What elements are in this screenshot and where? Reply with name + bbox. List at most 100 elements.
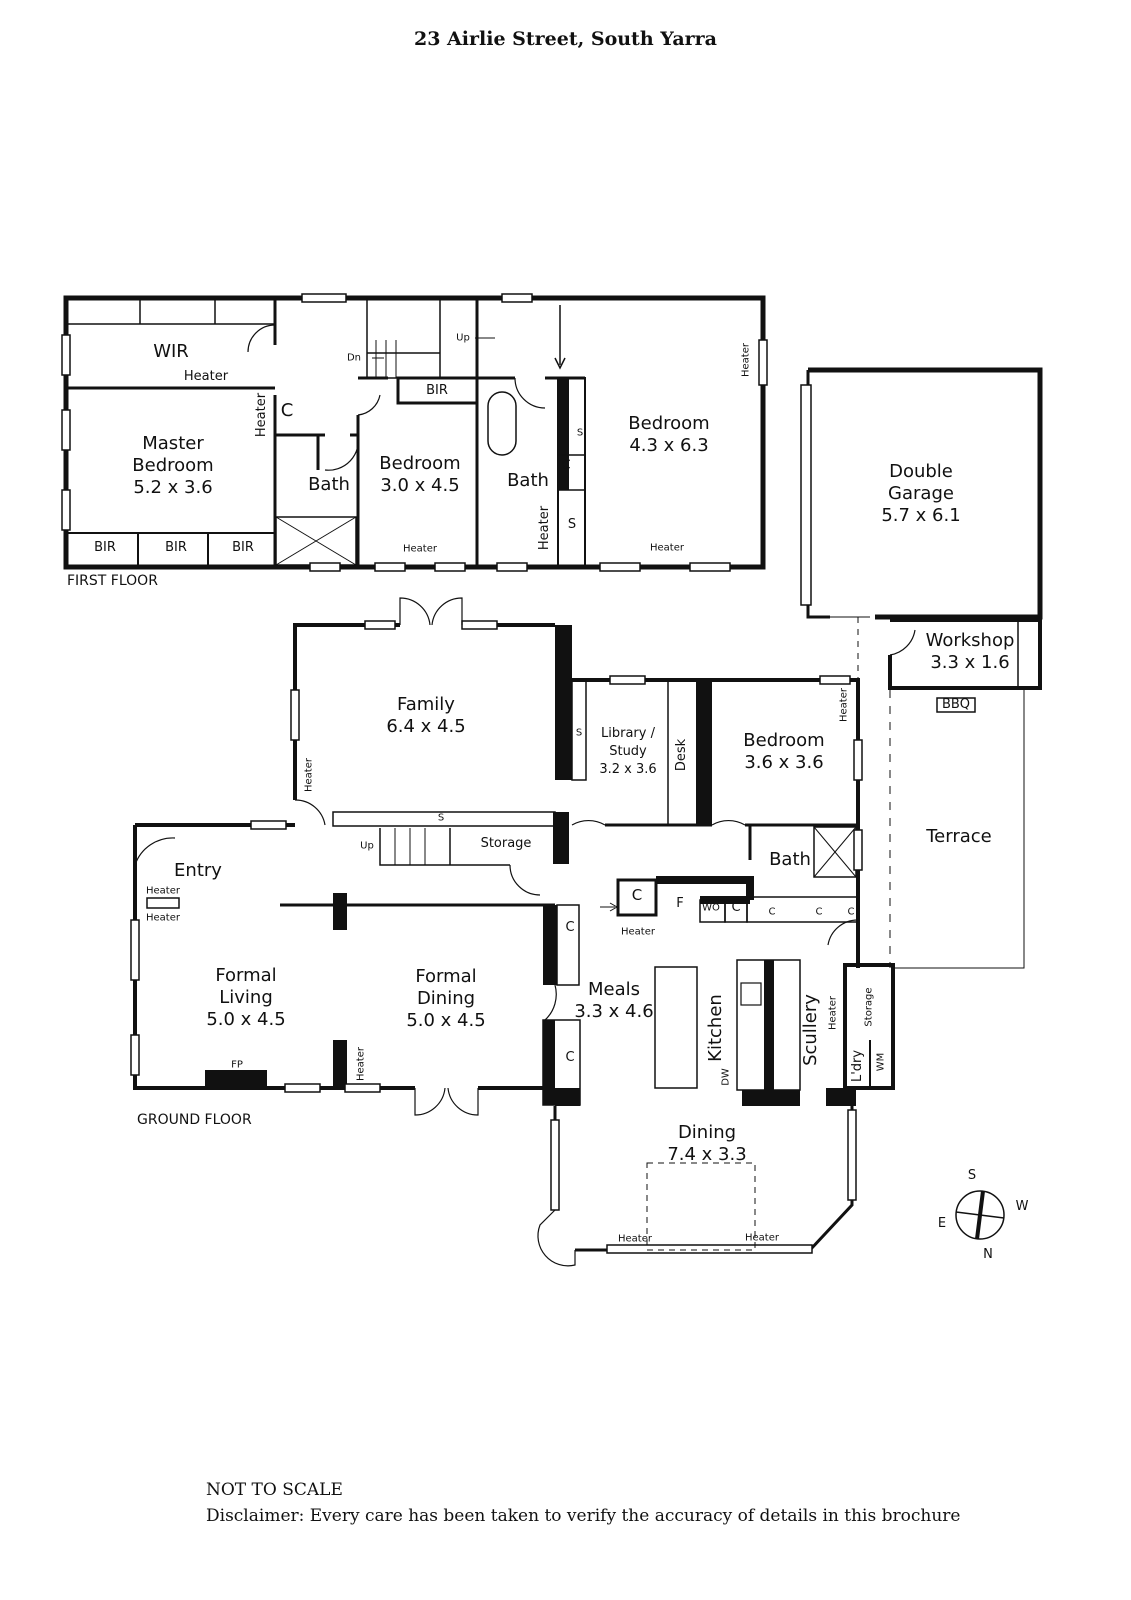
wall-oven-label: WO xyxy=(702,902,720,914)
cupboard-label: C xyxy=(280,400,294,421)
heater-label: Heater xyxy=(745,1232,779,1244)
bir-label: BIR xyxy=(165,540,187,555)
heater-label: Heater xyxy=(618,1233,652,1245)
room-size: 4.3 x 6.3 xyxy=(629,435,709,456)
room-size: 3.3 x 4.6 xyxy=(574,1001,654,1022)
room-size: 6.4 x 4.5 xyxy=(386,716,466,737)
room-terrace: Terrace xyxy=(926,826,992,847)
room-name: Library / Study xyxy=(601,726,655,759)
heater-label: Heater xyxy=(650,542,684,554)
heater-label: Heater xyxy=(827,996,839,1030)
room-name: Bedroom xyxy=(628,413,710,434)
room-bath-3: Bath xyxy=(769,849,811,870)
room-size: 7.4 x 3.3 xyxy=(667,1144,747,1165)
cupboard-label: C xyxy=(768,906,776,918)
page-title: 23 Airlie Street, South Yarra xyxy=(414,28,717,50)
shelves-label: S xyxy=(575,727,583,739)
fireplace-label: FP xyxy=(231,1059,243,1071)
room-name: Bath xyxy=(308,474,350,495)
cupboard-label: C xyxy=(815,906,823,918)
fridge-label: F xyxy=(676,896,684,911)
cupboard-label: C xyxy=(565,920,575,935)
room-name: WIR xyxy=(153,341,189,362)
heater-label: Heater xyxy=(146,885,180,897)
heater-label: Heater xyxy=(146,912,180,924)
dishwasher-label: DW xyxy=(720,1068,732,1086)
room-kitchen: Kitchen xyxy=(705,994,726,1062)
shelves-label: S xyxy=(437,812,445,824)
bir-label: BIR xyxy=(94,540,116,555)
bbq-label: BBQ xyxy=(941,697,971,712)
washing-machine-label: WM xyxy=(875,1052,887,1072)
heater-label: Heater xyxy=(838,688,850,722)
room-scullery: Scullery xyxy=(800,994,821,1066)
up-label: Up xyxy=(360,840,374,852)
compass-north: N xyxy=(983,1247,993,1262)
bir-label: BIR xyxy=(232,540,254,555)
heater-label: Heater xyxy=(403,543,437,555)
room-name: Double Garage xyxy=(888,461,954,504)
shelves-label: S xyxy=(567,517,577,532)
cupboard-label: C xyxy=(631,886,643,904)
shelves-label: S xyxy=(576,427,584,439)
room-entry: Entry xyxy=(174,860,222,881)
heater-label: Heater xyxy=(740,343,752,377)
heater-label: Heater xyxy=(183,369,229,384)
room-name: Bath xyxy=(507,470,549,491)
room-wir: WIR xyxy=(153,341,189,363)
down-label: Dn xyxy=(346,352,362,364)
room-name: Bedroom xyxy=(743,730,825,751)
room-name: Workshop xyxy=(925,630,1015,651)
room-library-study: Library / Study 3.2 x 3.6 xyxy=(593,725,663,779)
room-name: Master Bedroom xyxy=(132,433,214,476)
heater-label: Heater xyxy=(621,926,655,938)
room-name: Formal Living xyxy=(215,965,277,1008)
room-size: 5.7 x 6.1 xyxy=(881,505,961,526)
room-size: 3.0 x 4.5 xyxy=(380,475,460,496)
room-name: Bedroom xyxy=(379,453,461,474)
room-size: 3.2 x 3.6 xyxy=(599,762,657,777)
cupboard-label: C xyxy=(565,1050,575,1065)
cupboard-label: C xyxy=(847,906,855,918)
desk-label: Desk xyxy=(674,738,689,772)
room-size: 5.2 x 3.6 xyxy=(133,477,213,498)
heater-label: Heater xyxy=(254,392,269,438)
heater-label: Heater xyxy=(537,505,552,551)
room-size: 5.0 x 4.5 xyxy=(206,1009,286,1030)
room-name: Formal Dining xyxy=(415,966,477,1009)
cupboard-label: C xyxy=(731,900,741,915)
room-name: Dining xyxy=(677,1122,737,1143)
compass-south: S xyxy=(967,1168,977,1183)
room-size: 3.6 x 3.6 xyxy=(744,752,824,773)
room-name: Meals xyxy=(587,979,641,1000)
compass-west: W xyxy=(1015,1199,1029,1214)
room-storage-2: Storage xyxy=(863,987,875,1027)
bir-label: BIR xyxy=(426,383,448,398)
room-size: 5.0 x 4.5 xyxy=(406,1010,486,1031)
compass-rose xyxy=(955,1190,1005,1240)
room-name: Family xyxy=(397,694,455,715)
room-size: 3.3 x 1.6 xyxy=(930,652,1010,673)
up-label: Up xyxy=(456,332,470,344)
heater-label: Heater xyxy=(355,1047,367,1081)
disclaimer: Disclaimer: Every care has been taken to… xyxy=(206,1506,961,1526)
room-laundry: L'dry xyxy=(850,1049,865,1083)
compass-east: E xyxy=(937,1216,947,1231)
cupboard-label: C xyxy=(561,458,571,473)
room-bath-2: Bath xyxy=(507,470,549,492)
heater-label: Heater xyxy=(303,758,315,792)
not-to-scale-note: NOT TO SCALE xyxy=(206,1480,343,1500)
first-floor-label: FIRST FLOOR xyxy=(67,573,158,589)
room-ensuite-bath: Bath xyxy=(308,474,350,496)
room-storage: Storage xyxy=(480,836,532,851)
